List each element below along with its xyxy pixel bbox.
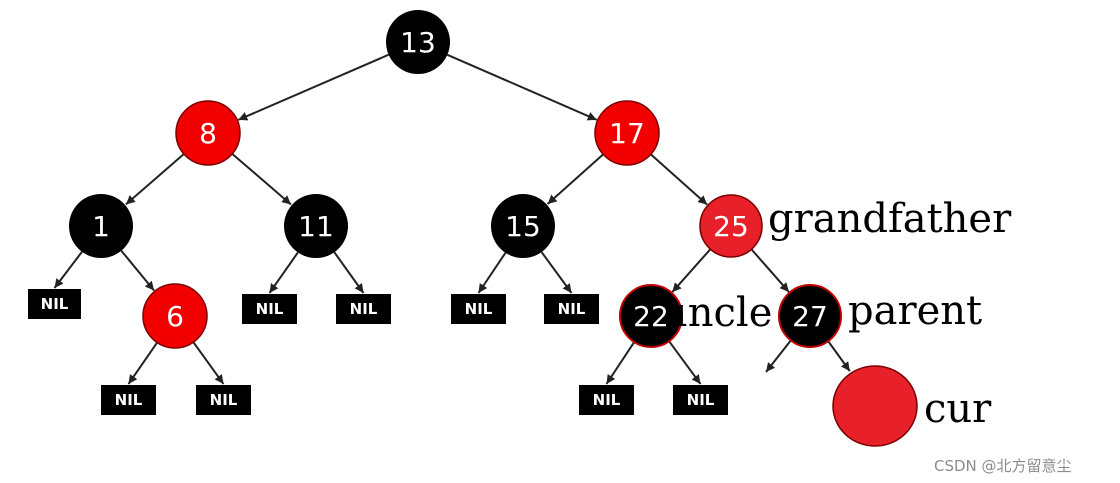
node-circle [142, 283, 208, 349]
nil-box [673, 385, 728, 415]
node-label: 6 [166, 300, 184, 333]
edge-n6-to-nil-6-right [192, 341, 225, 385]
nil-label: NIL [558, 300, 586, 318]
nil-11-right: NIL [336, 294, 391, 324]
edge-n27-to-arrow-stub [765, 339, 792, 373]
nil-6-left: NIL [101, 385, 156, 415]
node-label: 1 [92, 210, 110, 243]
nil-box [579, 385, 634, 415]
node-1: 1 [69, 194, 133, 258]
edge-n11-to-nil-11-left [268, 251, 299, 294]
uncle-annotation: uncle [662, 290, 772, 336]
node-label: 27 [792, 300, 828, 333]
node-circle [69, 194, 133, 258]
nil-label: NIL [593, 391, 621, 409]
node-circle [594, 100, 660, 166]
node-label: 15 [505, 210, 541, 243]
nil-box [28, 289, 81, 319]
edge-n6-to-nil-6-left [127, 341, 158, 385]
nil-22-left: NIL [579, 385, 634, 415]
edge-n1-to-n6 [120, 250, 155, 292]
node-circle [832, 365, 918, 447]
node-13: 13 [386, 10, 450, 74]
node-27: 27 [778, 284, 842, 348]
nil-label: NIL [465, 300, 493, 318]
node-22: 22 [619, 284, 683, 348]
nil-11-left: NIL [242, 294, 297, 324]
node-25: 25 [699, 194, 763, 258]
node-circle [778, 284, 842, 348]
nil-box [242, 294, 297, 324]
tree-edges [53, 53, 851, 385]
edge-n13-to-n17 [446, 53, 598, 121]
edge-n11-to-nil-11-right [333, 251, 365, 294]
node-label: 25 [713, 210, 749, 243]
nil-box [451, 294, 506, 324]
node-circle [175, 100, 241, 166]
node-circle [491, 194, 555, 258]
nil-1-left: NIL [28, 289, 81, 319]
edge-n8-to-n11 [231, 153, 292, 206]
edge-n17-to-n25 [650, 153, 708, 206]
watermark: CSDN @北方留意尘 [934, 457, 1072, 475]
node-11: 11 [284, 194, 348, 258]
nil-box [544, 294, 599, 324]
parent-annotation: parent [848, 288, 982, 334]
nil-label: NIL [115, 391, 143, 409]
nil-label: NIL [256, 300, 284, 318]
node-circle [619, 284, 683, 348]
edge-n27-to-cur [827, 340, 851, 372]
node-circle [699, 194, 763, 258]
edge-n15-to-nil-15-left [477, 252, 507, 294]
node-8: 8 [175, 100, 241, 166]
nil-label: NIL [350, 300, 378, 318]
node-label: 11 [298, 210, 334, 243]
nil-label: NIL [41, 295, 69, 313]
edge-n25-to-n22 [671, 248, 712, 293]
node-6: 6 [142, 283, 208, 349]
node-17: 17 [594, 100, 660, 166]
edge-n22-to-nil-22-left [605, 341, 636, 385]
nil-15-right: NIL [544, 294, 599, 324]
nil-box [196, 385, 251, 415]
node-label: 13 [400, 26, 436, 59]
node-15: 15 [491, 194, 555, 258]
node-label: 8 [199, 117, 217, 150]
edge-n13-to-n8 [237, 53, 390, 121]
nil-box [336, 294, 391, 324]
edge-n22-to-nil-22-right [668, 340, 702, 385]
grandfather-annotation: grandfather [768, 196, 1012, 242]
edge-n17-to-n15 [546, 153, 604, 205]
edge-n15-to-nil-15-right [540, 251, 573, 294]
nil-box [101, 385, 156, 415]
edge-n8-to-n1 [125, 153, 185, 206]
node-label: 22 [633, 300, 669, 333]
nil-label: NIL [210, 391, 238, 409]
edge-n1-to-nil-1-left [53, 251, 83, 289]
edge-n25-to-n27 [750, 248, 790, 293]
nil-leaves: NIL NIL NIL NIL NIL NIL NIL NIL NIL [28, 289, 728, 415]
node-cur [832, 365, 918, 447]
nil-label: NIL [687, 391, 715, 409]
nil-22-right: NIL [673, 385, 728, 415]
nil-15-left: NIL [451, 294, 506, 324]
cur-annotation: cur [924, 386, 992, 432]
node-circle [386, 10, 450, 74]
nil-6-right: NIL [196, 385, 251, 415]
node-circle [284, 194, 348, 258]
node-label: 17 [609, 117, 645, 150]
